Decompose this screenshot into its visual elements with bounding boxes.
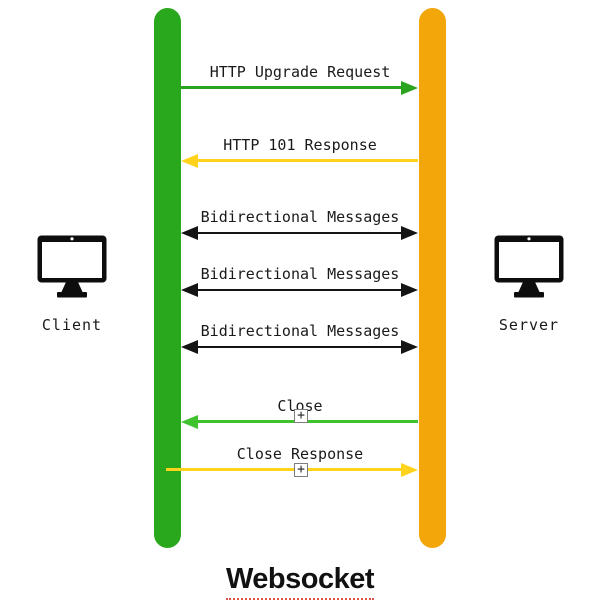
message-line: [194, 289, 405, 291]
message-line: [194, 159, 418, 162]
expand-plus-icon[interactable]: +: [294, 409, 308, 423]
arrowhead-left-icon: [181, 226, 198, 240]
message-line: [194, 232, 405, 234]
actor-label-server: Server: [498, 316, 560, 334]
message-label: HTTP Upgrade Request: [209, 63, 391, 81]
message-label: Bidirectional Messages: [200, 322, 400, 340]
arrowhead-right-icon: [401, 226, 418, 240]
actor-client: Client: [37, 235, 107, 334]
arrowhead-right-icon: [401, 463, 418, 477]
arrowhead-left-icon: [181, 283, 198, 297]
arrowhead-left-icon: [181, 415, 198, 429]
arrowhead-right-icon: [401, 283, 418, 297]
arrowhead-right-icon: [401, 81, 418, 95]
arrowhead-left-icon: [181, 340, 198, 354]
message-label: HTTP 101 Response: [223, 136, 377, 154]
message-line: [181, 86, 405, 89]
arrowhead-right-icon: [401, 340, 418, 354]
message-line: [166, 468, 405, 471]
message-line: [194, 346, 405, 348]
monitor-icon: [494, 235, 564, 298]
lifeline-client: [154, 8, 181, 548]
monitor-icon: [37, 235, 107, 298]
lifeline-server: [419, 8, 446, 548]
diagram-title-text: Websocket: [225, 563, 375, 600]
arrowhead-left-icon: [181, 154, 198, 168]
message-label: Bidirectional Messages: [200, 265, 400, 283]
message-label: Bidirectional Messages: [200, 208, 400, 226]
actor-server: Server: [494, 235, 564, 334]
message-label: Close Response: [236, 445, 364, 463]
actor-label-client: Client: [41, 316, 103, 334]
message-label: Close: [277, 397, 323, 415]
diagram-title: Websocket: [0, 563, 600, 600]
expand-plus-icon[interactable]: +: [294, 463, 308, 477]
